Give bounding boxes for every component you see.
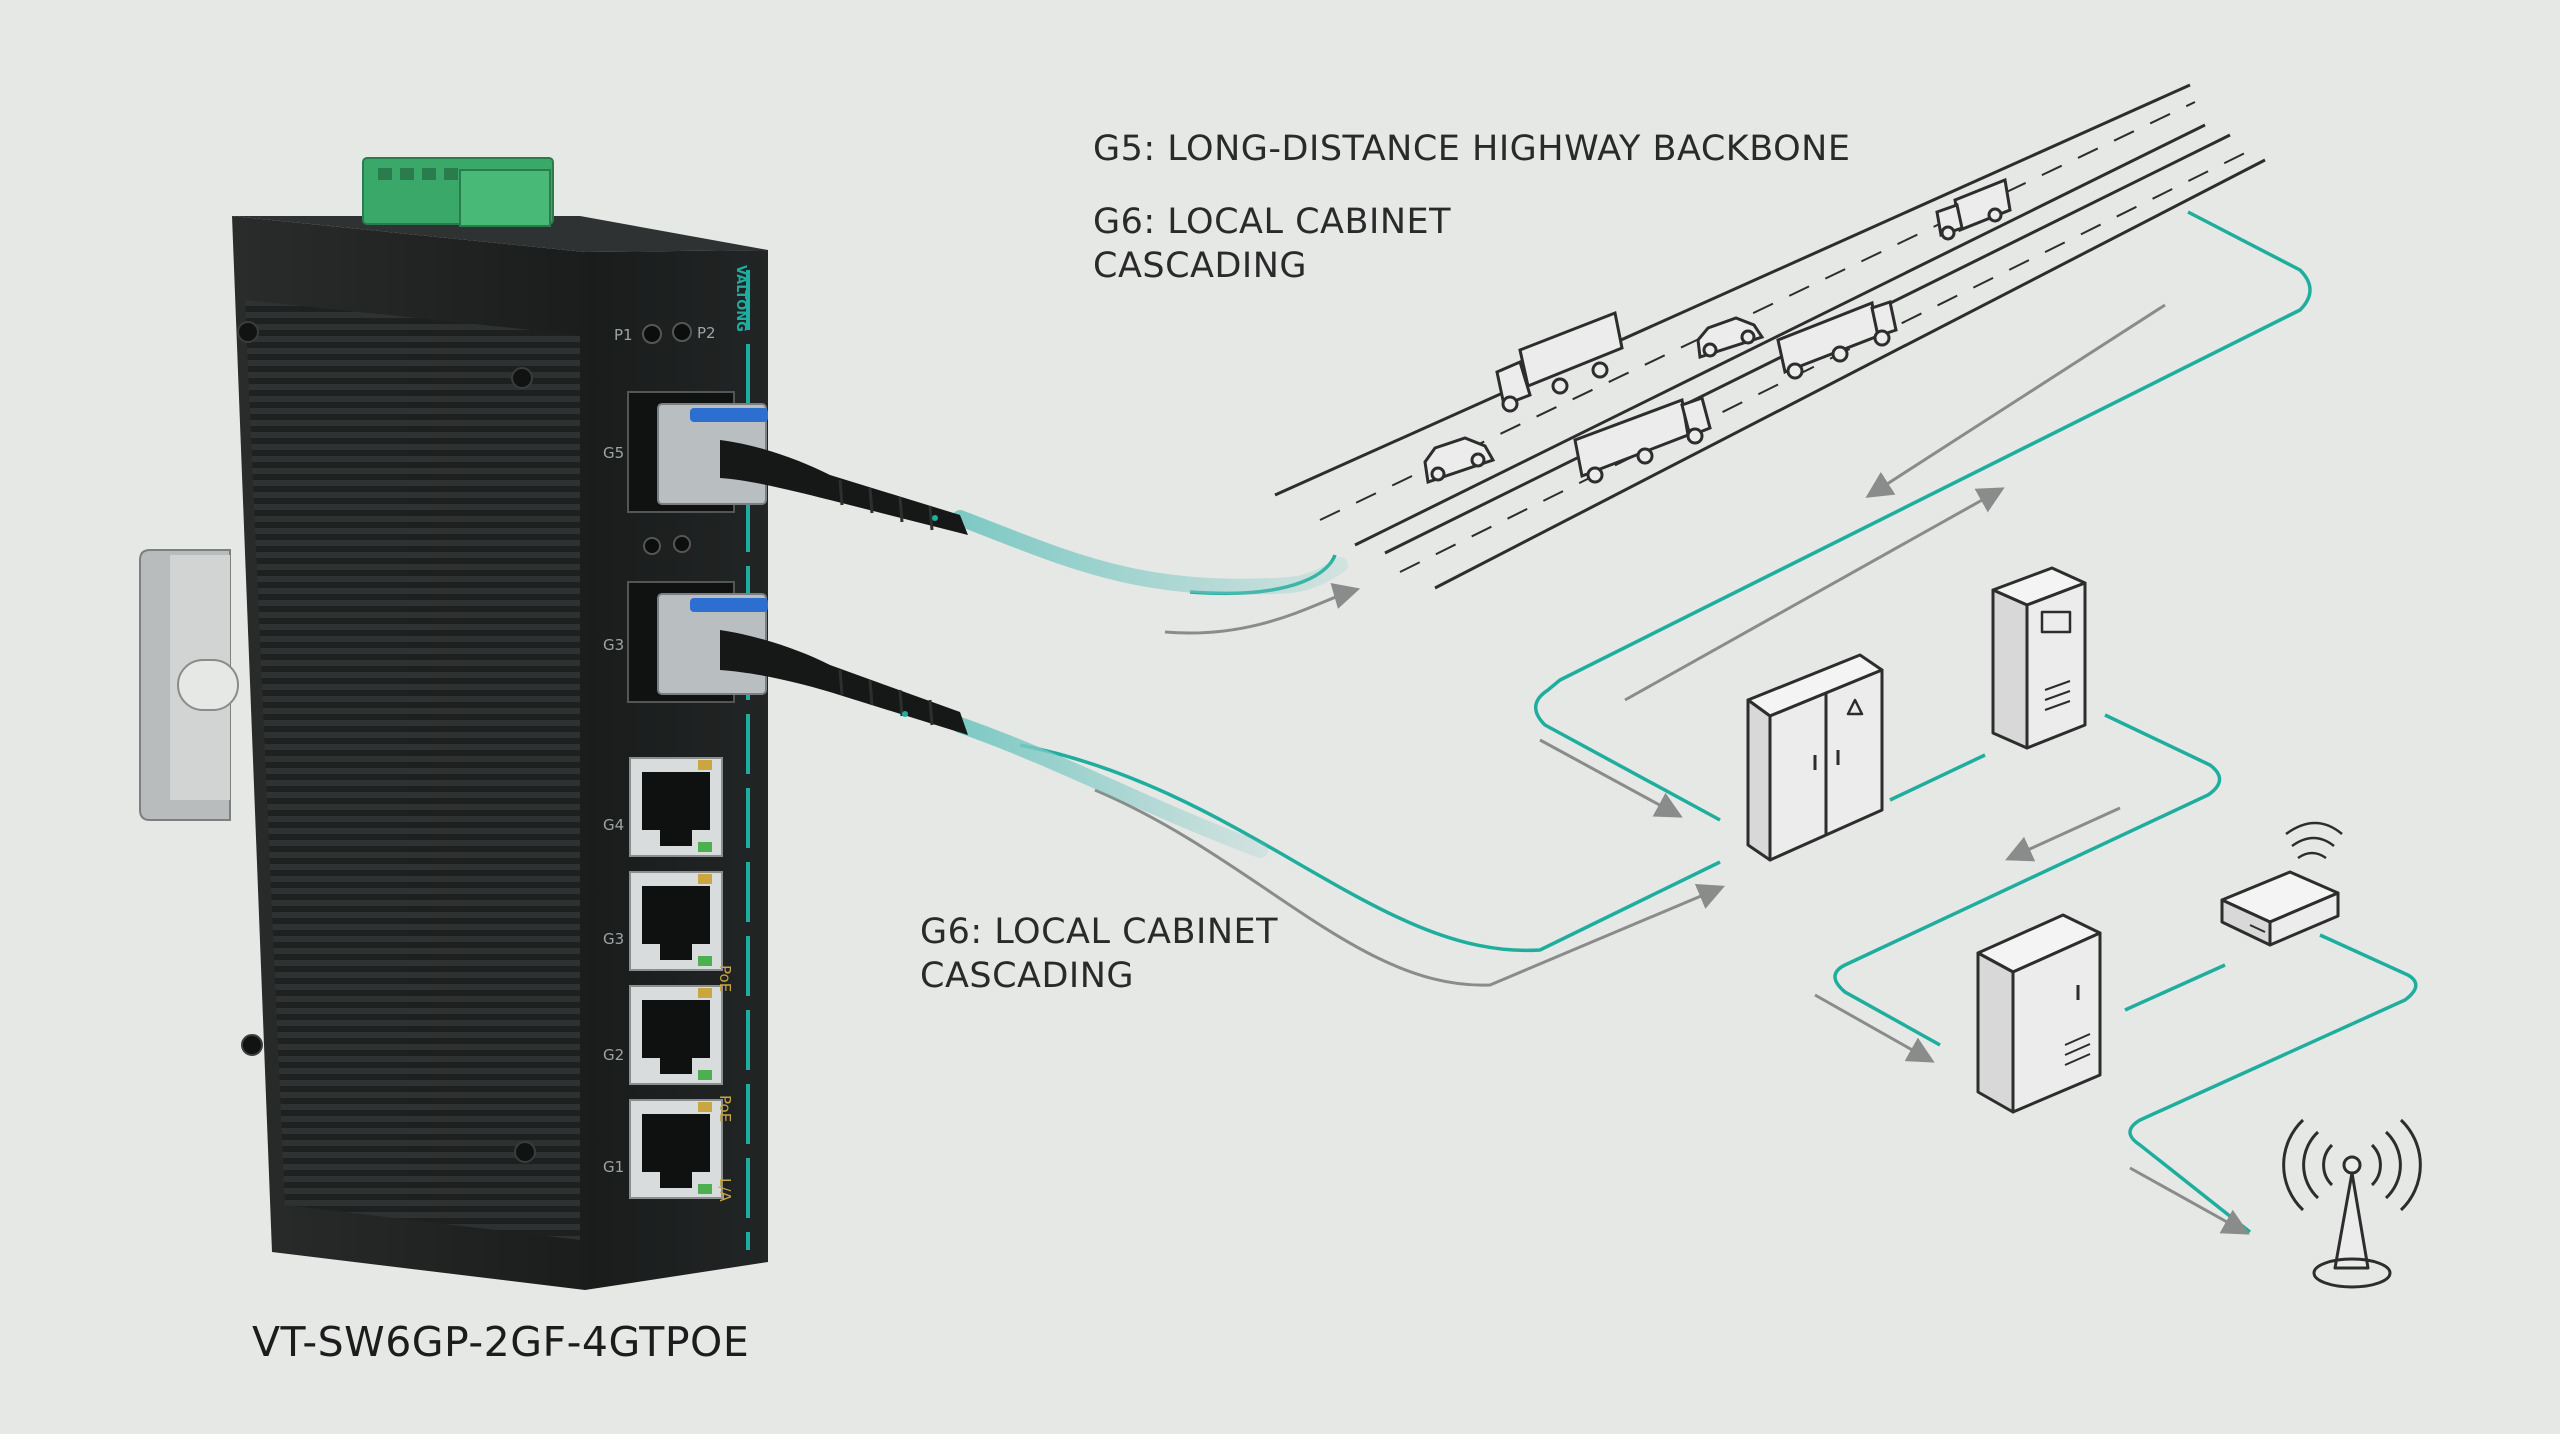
sfp-label-g5: G5 [603,444,624,462]
power-label-p1: P1 [614,326,633,344]
rj45-label-g4: G4 [603,816,624,834]
g6-cabinet-top-line2: CASCADING [1093,246,1308,286]
data-flow-arrows [1094,303,2250,1235]
power-leds: P1 P2 [614,322,716,344]
sfp-label-g3: G3 [603,636,624,654]
g6-cabinet-mid-line1: G6: LOCAL CABINET [920,912,1279,952]
power-label-p2: P2 [697,324,716,342]
truck-icon [1935,177,2012,241]
side-label-la: L/A [716,1178,734,1202]
rj45-port-g3[interactable]: G3 [603,871,723,971]
power-terminal-block [362,157,554,227]
car-icon [1696,316,1765,359]
brand-label: VALTONG [733,265,748,332]
side-label-poe-2: PoE [716,1095,734,1122]
rj45-label-g3: G3 [603,930,624,948]
g6-cabinet-label-mid: G6: LOCAL CABINET CASCADING [920,910,1278,998]
din-rail-bracket [139,549,239,821]
network-links [1019,210,2418,1234]
wireless-router-icon [2220,821,2343,947]
electrical-cabinet-icon [1746,653,1884,862]
truck-icon [1495,310,1624,413]
fiber-connector-g5 [720,440,968,535]
g6-cabinet-label-top: G6: LOCAL CABINET CASCADING [1093,200,1451,288]
g6-cabinet-top-line1: G6: LOCAL CABINET [1093,202,1452,242]
rj45-label-g1: G1 [603,1158,624,1176]
rj45-port-g4[interactable]: G4 [603,757,723,857]
rj45-port-g1[interactable]: G1 [603,1099,723,1199]
fiber-connector-g3 [720,630,968,735]
device-model-label: VT-SW6GP-2GF-4GTPOE [252,1318,750,1366]
g5-backbone-label: G5: LONG-DISTANCE HIGHWAY BACKBONE [1093,127,1850,171]
truck-icon [1573,396,1712,484]
car-icon [1423,436,1496,484]
server-cabinet-icon [1976,913,2102,1114]
rj45-label-g2: G2 [603,1046,624,1064]
fiber-cables [952,510,1348,858]
server-cabinet-icon [1991,566,2087,750]
cell-tower-icon [2282,1118,2422,1289]
side-label-poe-1: PoE [716,965,734,992]
g6-cabinet-mid-line2: CASCADING [920,956,1135,996]
truck-icon [1776,300,1898,380]
rj45-port-g2[interactable]: G2 [603,985,723,1085]
g5-backbone-text: G5: LONG-DISTANCE HIGHWAY BACKBONE [1093,129,1851,169]
